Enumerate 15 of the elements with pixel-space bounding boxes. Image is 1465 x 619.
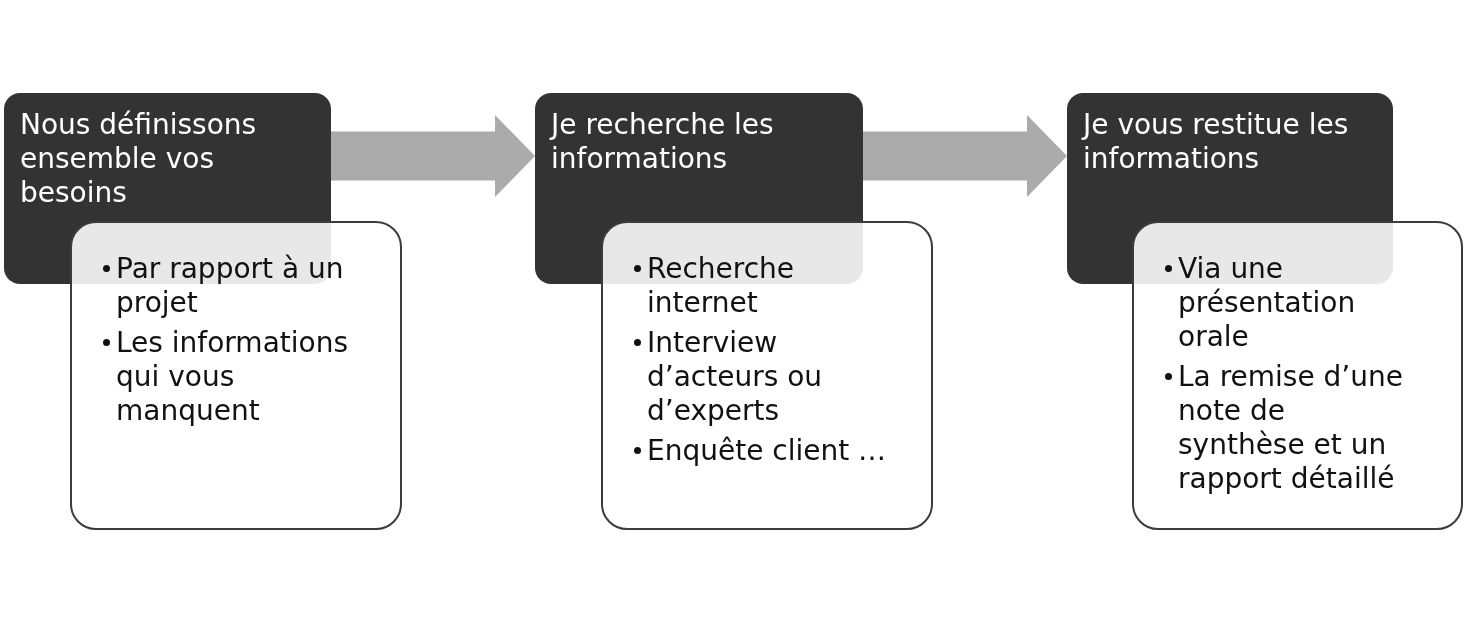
- bullet-text: Enquête client …: [647, 433, 888, 468]
- bullet-text: Via une présentation orale: [1178, 251, 1357, 354]
- step-heading: Je vous restitue les informations: [1083, 108, 1350, 176]
- block-arrow: [331, 115, 535, 197]
- bullet-text: Par rapport à un projet: [116, 251, 345, 320]
- detail-card: [601, 221, 933, 530]
- bullet-text: La remise d’une note de synthèse et un rapport détaillé: [1178, 359, 1404, 496]
- bullet-text: Recherche internet: [647, 251, 796, 320]
- block-arrow: [863, 115, 1067, 197]
- detail-card: [70, 221, 402, 530]
- step-heading: Je recherche les informations: [551, 108, 775, 176]
- bullet-text: Interview d’acteurs ou d’experts: [647, 325, 824, 428]
- bullet-text: Les informations qui vous manquent: [116, 325, 349, 428]
- detail-card: [1132, 221, 1463, 530]
- step-heading: Nous définissons ensemble vos besoins: [20, 108, 258, 210]
